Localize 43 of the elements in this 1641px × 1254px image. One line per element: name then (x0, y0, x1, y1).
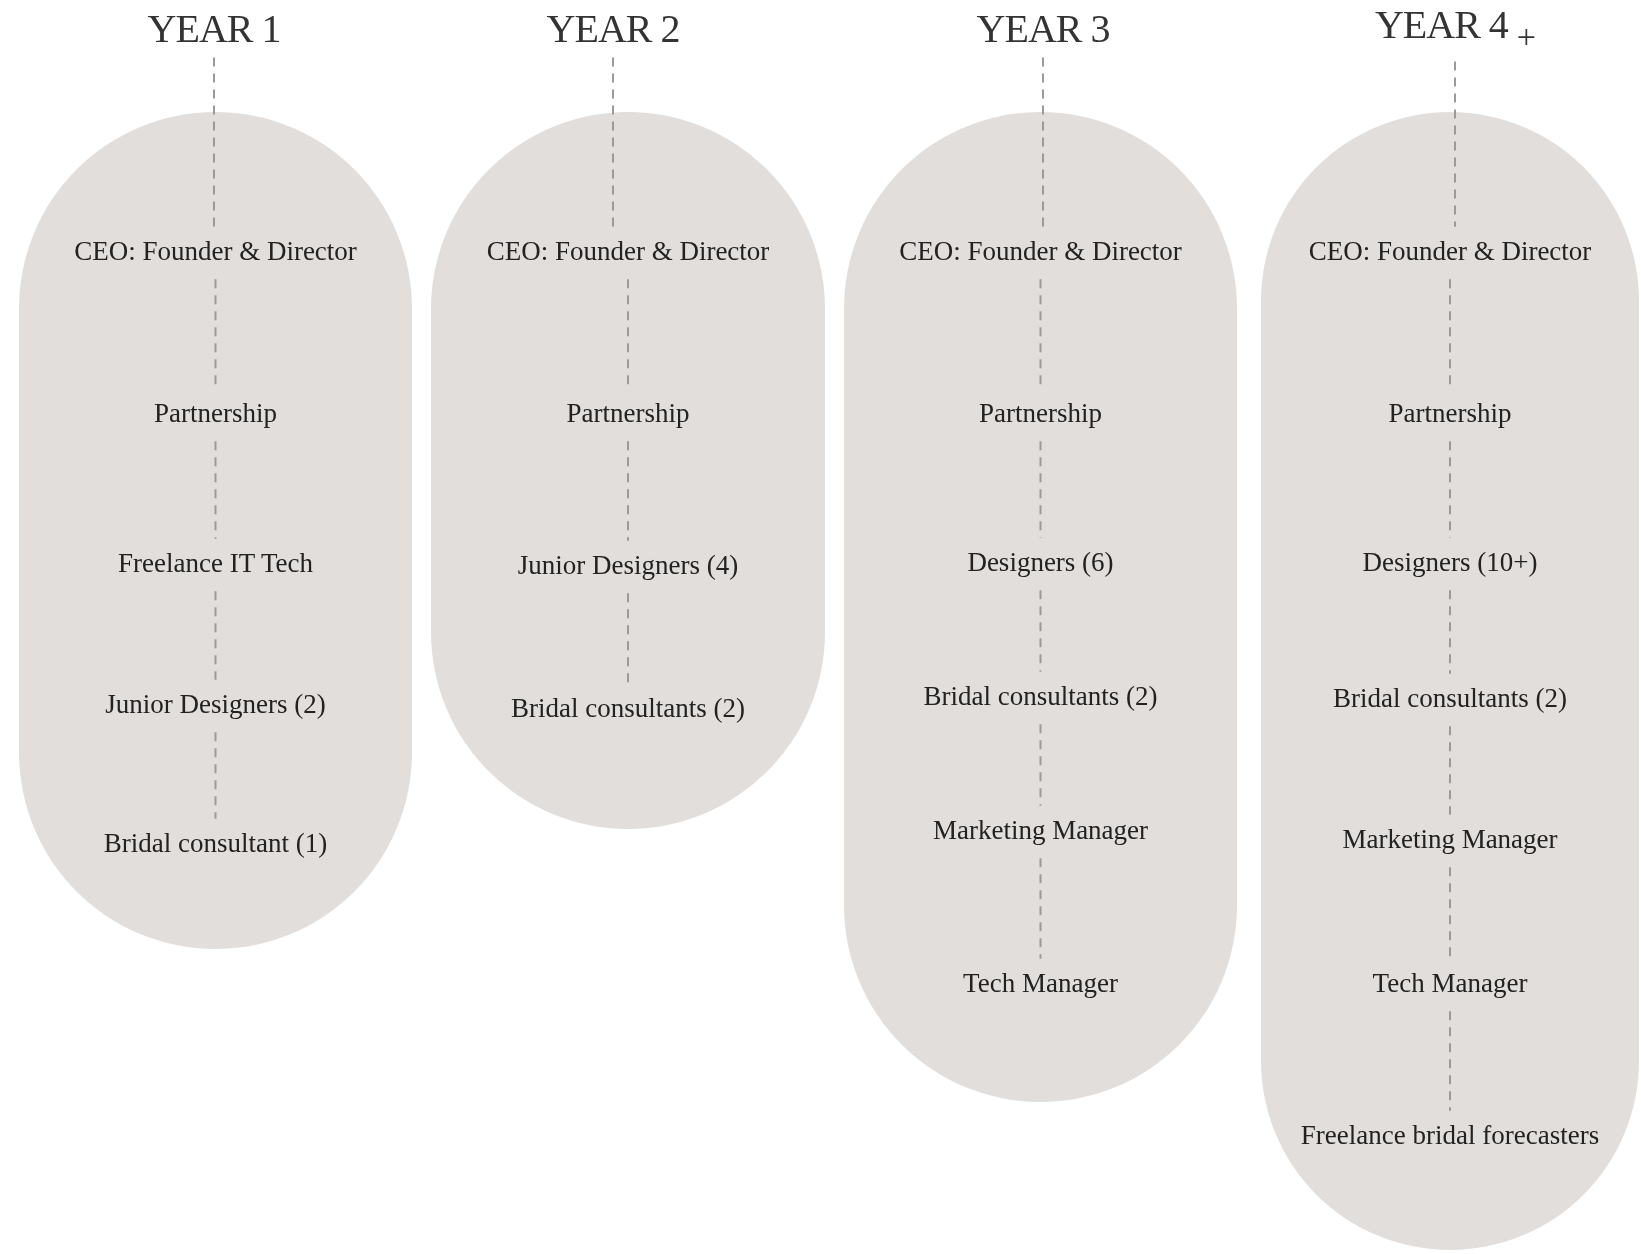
connector-line (213, 56, 215, 228)
role-label: Bridal consultants (2) (1329, 673, 1571, 723)
role-label: Designers (6) (963, 537, 1118, 587)
role-label: Designers (10+) (1358, 537, 1542, 587)
role-label: Partnership (1384, 388, 1516, 438)
connector-line (214, 590, 217, 681)
role-label: Junior Designers (4) (513, 540, 743, 590)
connector-line (1039, 857, 1042, 960)
role-label: CEO: Founder & Director (895, 226, 1186, 276)
connector-line (1449, 440, 1451, 539)
role-label: CEO: Founder & Director (70, 226, 361, 276)
connector-line (1039, 723, 1042, 807)
connector-line (1449, 725, 1451, 816)
connector-line (612, 56, 614, 228)
connector-line (627, 592, 629, 685)
connector-line (1454, 60, 1456, 228)
year-heading: YEAR 3 (972, 2, 1114, 54)
role-label: Bridal consultants (2) (919, 671, 1162, 721)
connector-line (1039, 440, 1042, 539)
role-label: CEO: Founder & Director (482, 226, 774, 276)
year-heading: YEAR 1 (143, 2, 285, 54)
connector-line (627, 440, 629, 542)
role-label: Junior Designers (2) (101, 679, 330, 729)
connector-line (214, 440, 217, 540)
role-label: Partnership (562, 388, 694, 438)
role-label: Partnership (975, 388, 1106, 438)
role-label: Tech Manager (959, 958, 1122, 1008)
role-label: Bridal consultants (2) (507, 683, 749, 733)
year-heading: YEAR 2 (542, 2, 684, 54)
role-label: Marketing Manager (928, 805, 1153, 855)
role-label: Bridal consultant (1) (99, 818, 332, 868)
connector-line (1449, 589, 1451, 675)
connector-line (1449, 1010, 1451, 1112)
connector-line (214, 731, 217, 820)
role-label: Marketing Manager (1338, 814, 1562, 864)
connector-line (1042, 56, 1044, 228)
role-label: CEO: Founder & Director (1304, 226, 1596, 276)
role-label: Freelance bridal forecasters (1296, 1110, 1604, 1160)
year-heading: YEAR 4 $_{+}$ (1370, 0, 1540, 58)
connector-line (1039, 589, 1042, 673)
role-label: Tech Manager (1368, 958, 1532, 1008)
role-label: Partnership (150, 388, 281, 438)
role-label: Freelance IT Tech (114, 538, 317, 588)
